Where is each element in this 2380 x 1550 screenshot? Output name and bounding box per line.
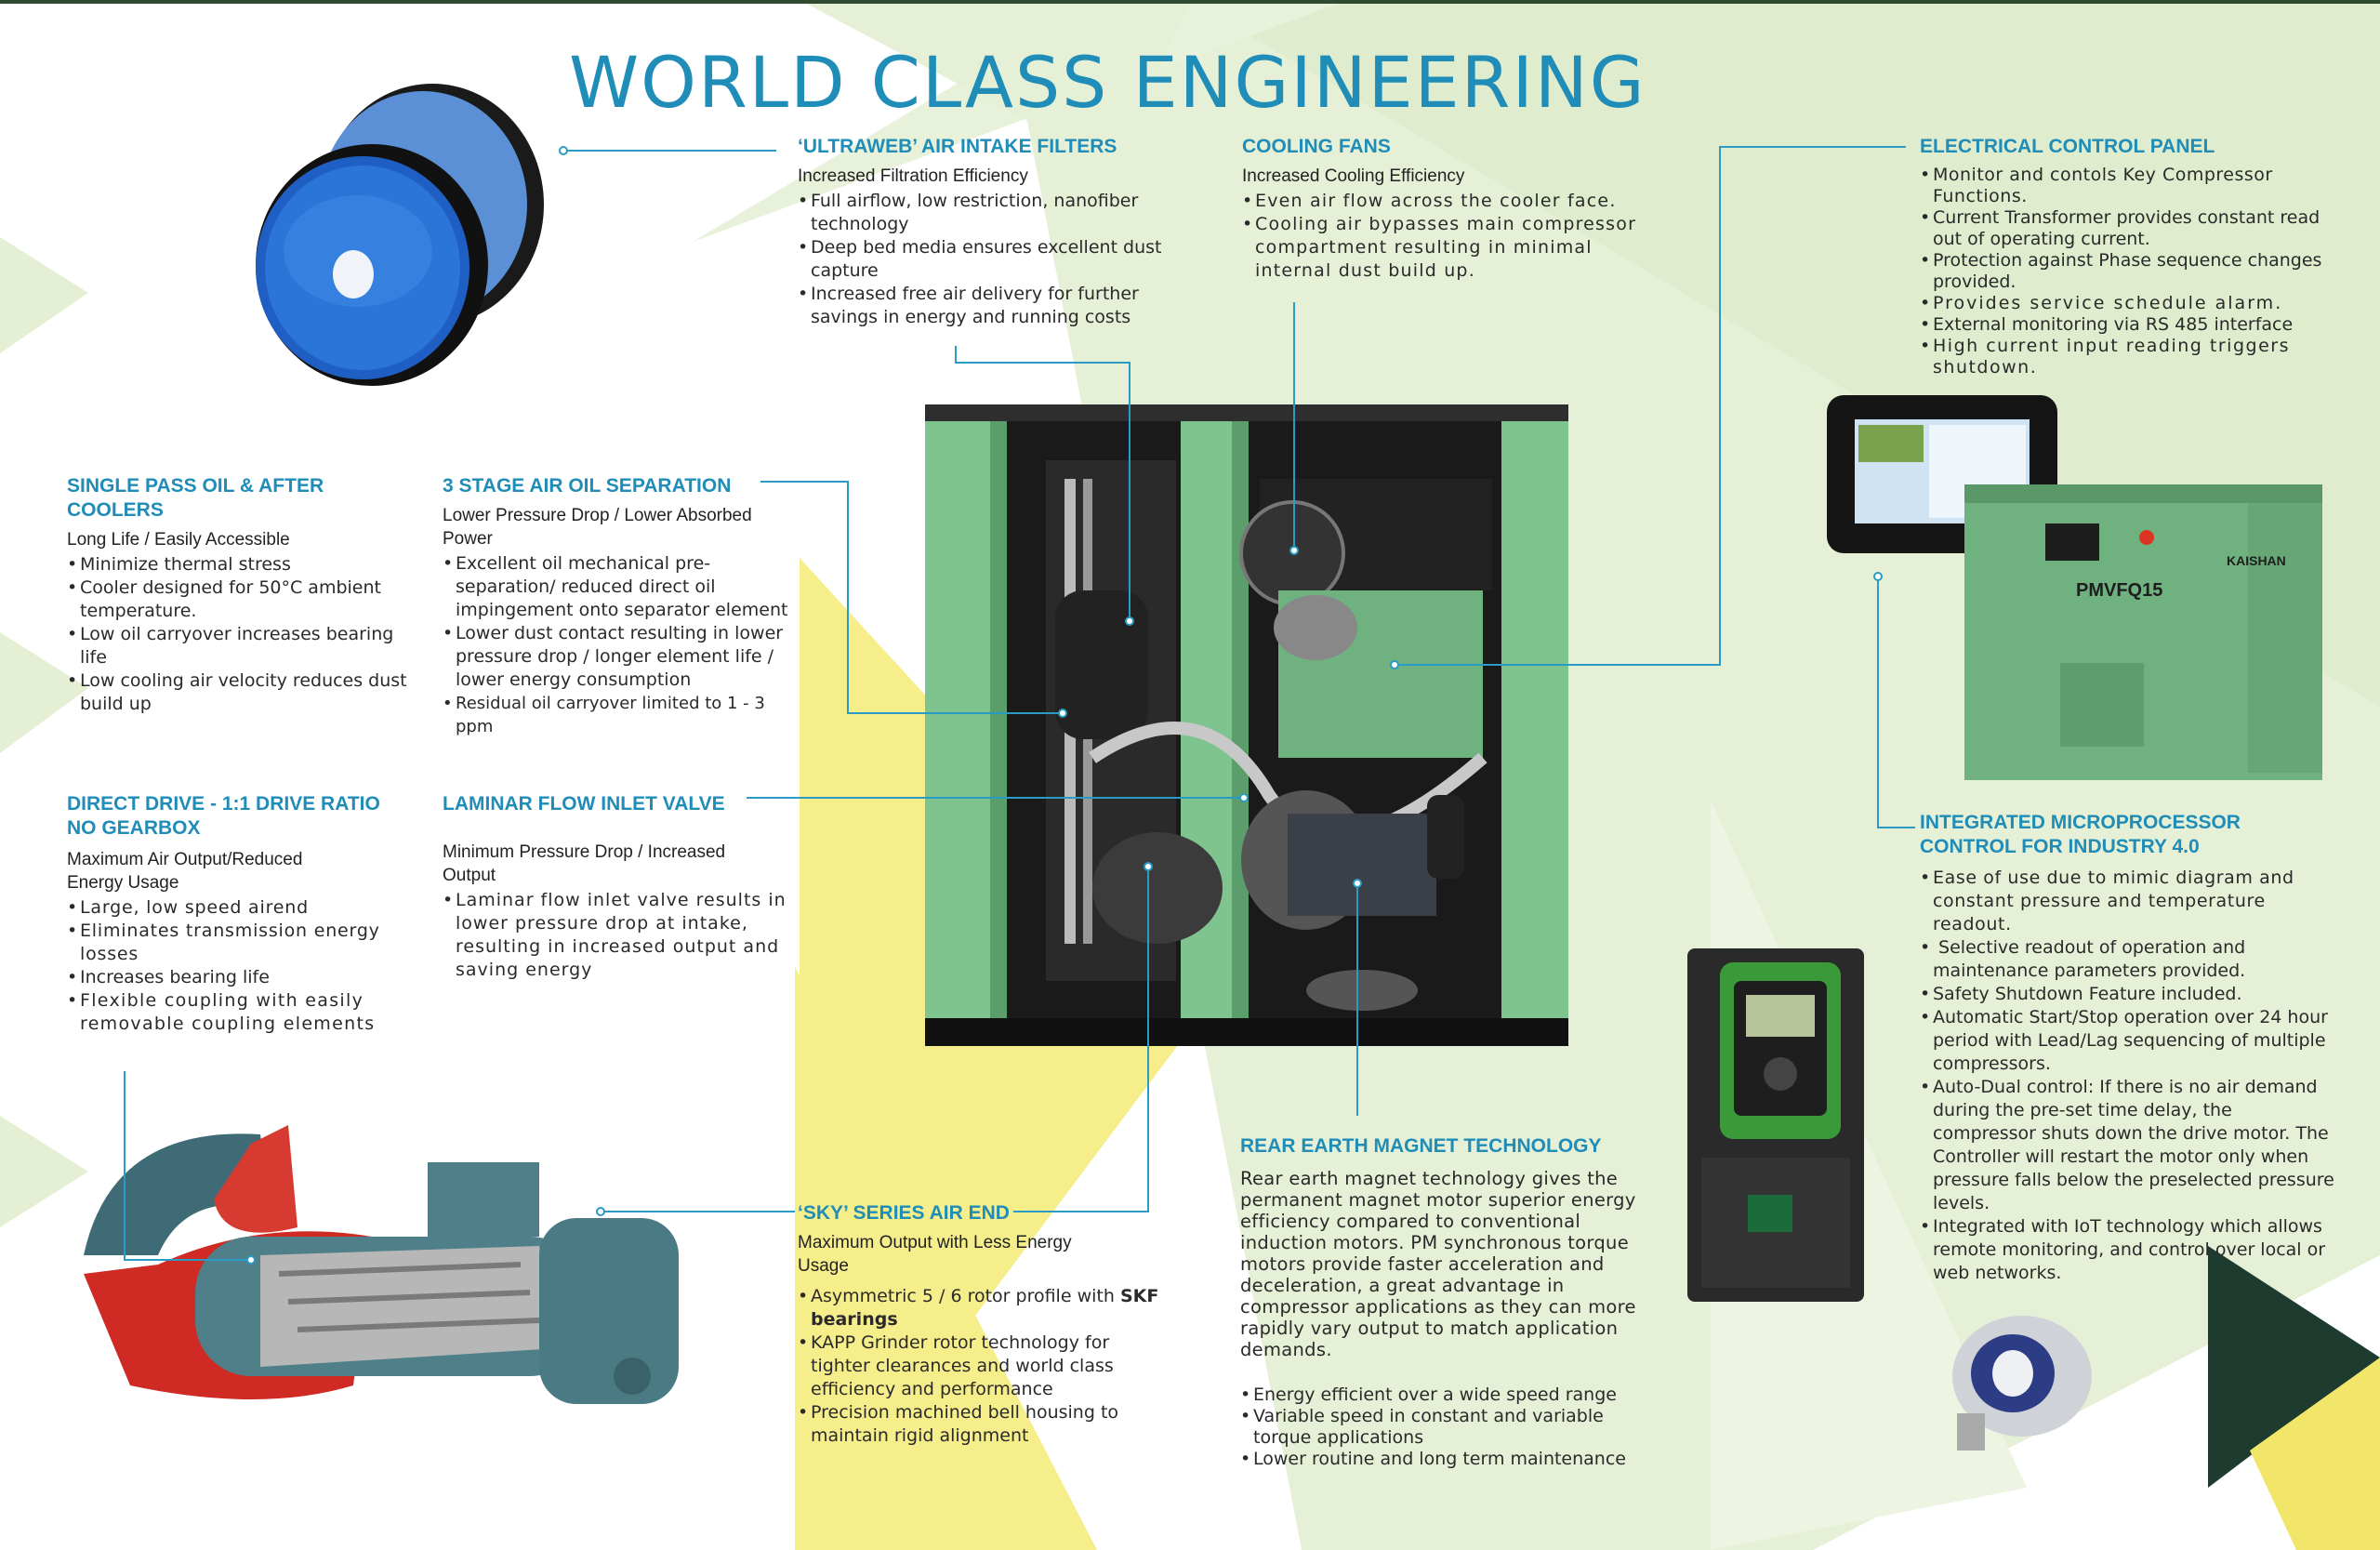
cooling-fans-heading: COOLING FANS [1242, 136, 1391, 157]
list-item: Increased free air delivery for further … [798, 283, 1165, 329]
list-item: High current input reading triggers shut… [1920, 336, 2338, 378]
air-end-bullet-bold: SKF bearings [811, 1286, 1159, 1330]
list-item: Cooling air bypasses main compressor com… [1242, 213, 1651, 283]
list-item: Flexible coupling with easily removable … [67, 989, 420, 1036]
section-intake-filters: ‘ULTRAWEB’ AIR INTAKE FILTERS Increased … [798, 135, 1165, 329]
motor-image [1952, 1316, 2092, 1451]
list-item: KAPP Grinder rotor technology for tighte… [798, 1331, 1160, 1401]
list-item: Laminar flow inlet valve results in lowe… [443, 889, 805, 982]
rear-earth-paragraph: Rear earth magnet technology gives the p… [1240, 1168, 1636, 1360]
intake-filters-heading: ‘ULTRAWEB’ AIR INTAKE FILTERS [798, 136, 1117, 157]
model-label: PMVFQ15 [2076, 580, 2162, 601]
list-item: Even air flow across the cooler face. [1242, 190, 1651, 213]
section-cooling-fans: COOLING FANS Increased Cooling Efficienc… [1242, 135, 1651, 283]
section-direct-drive: DIRECT DRIVE - 1:1 DRIVE RATIO NO GEARBO… [67, 792, 420, 1036]
list-item: Lower routine and long term maintenance [1240, 1449, 1649, 1470]
list-item: Eliminates transmission energy losses [67, 920, 420, 966]
compressor-cutaway-image [925, 404, 1568, 1046]
section-air-oil-separation: 3 STAGE AIR OIL SEPARATION Lower Pressur… [443, 474, 800, 738]
direct-drive-subheading: Maximum Air Output/Reduced Energy Usage [67, 850, 303, 893]
vfd-drive-image [1687, 948, 1864, 1302]
list-item: Energy efficient over a wide speed range [1240, 1384, 1649, 1406]
direct-drive-heading-line2: NO GEARBOX [67, 817, 201, 839]
inlet-valve-heading: LAMINAR FLOW INLET VALVE [443, 793, 725, 815]
single-pass-heading: SINGLE PASS OIL & AFTER COOLERS [67, 475, 324, 521]
brand-label: KAISHAN [2227, 553, 2286, 568]
list-item: Protection against Phase sequence change… [1920, 250, 2338, 293]
microprocessor-heading-line2: CONTROL FOR INDUSTRY 4.0 [1920, 836, 2200, 857]
list-item: Automatic Start/Stop operation over 24 h… [1920, 1006, 2338, 1076]
list-item: Variable speed in constant and variable … [1240, 1406, 1649, 1449]
section-inlet-valve: LAMINAR FLOW INLET VALVE Minimum Pressur… [443, 792, 805, 982]
list-item: Auto-Dual control: If there is no air de… [1920, 1076, 2338, 1215]
direct-drive-heading: DIRECT DRIVE - 1:1 DRIVE RATIO [67, 793, 380, 815]
list-item: Lower dust contact resulting in lower pr… [443, 622, 800, 692]
separation-subheading: Lower Pressure Drop / Lower Absorbed Pow… [443, 506, 752, 549]
air-end-heading: ‘SKY’ SERIES AIR END [798, 1202, 1010, 1224]
list-item: Current Transformer provides constant re… [1920, 207, 2338, 250]
list-item: Ease of use due to mimic diagram and con… [1920, 867, 2338, 936]
section-microprocessor: INTEGRATED MICROPROCESSOR CONTROL FOR IN… [1920, 811, 2338, 1285]
air-filter-image [256, 84, 544, 386]
list-item: Minimize thermal stress [67, 553, 420, 576]
list-item: Asymmetric 5 / 6 rotor profile with SKF … [798, 1285, 1160, 1331]
list-item: Selective readout of operation and maint… [1920, 936, 2338, 983]
list-item: Precision machined bell housing to maint… [798, 1401, 1160, 1448]
air-end-bullet-text: Asymmetric 5 / 6 rotor profile with [811, 1286, 1115, 1306]
air-end-subheading: Maximum Output with Less Energy Usage [798, 1233, 1072, 1276]
list-item: Low oil carryover increases bearing life [67, 623, 420, 669]
air-end-cutaway-image [84, 1125, 679, 1404]
section-air-end: ‘SKY’ SERIES AIR END Maximum Output with… [798, 1201, 1160, 1448]
list-item: Residual oil carryover limited to 1 - 3 … [443, 692, 800, 738]
list-item: Deep bed media ensures excellent dust ca… [798, 236, 1165, 283]
list-item: Large, low speed airend [67, 896, 420, 920]
list-item: Full airflow, low restriction, nanofiber… [798, 190, 1165, 236]
list-item: External monitoring via RS 485 interface [1920, 314, 2338, 336]
rear-earth-heading: REAR EARTH MAGNET TECHNOLOGY [1240, 1135, 1602, 1157]
section-rear-earth-magnet: REAR EARTH MAGNET TECHNOLOGY Rear earth … [1240, 1134, 1649, 1470]
separation-heading: 3 STAGE AIR OIL SEPARATION [443, 475, 732, 497]
page-title: WORLD CLASS ENGINEERING [569, 41, 1646, 124]
list-item: Cooler designed for 50°C ambient tempera… [67, 576, 420, 623]
list-item: Excellent oil mechanical pre-separation/… [443, 552, 800, 622]
control-panel-image: PMVFQ15 KAISHAN [1827, 395, 2322, 780]
list-item: Provides service schedule alarm. [1920, 293, 2338, 314]
list-item: Monitor and contols Key Compressor Funct… [1920, 165, 2338, 207]
microprocessor-heading: INTEGRATED MICROPROCESSOR [1920, 812, 2241, 833]
list-item: Increases bearing life [67, 966, 420, 989]
list-item: Integrated with IoT technology which all… [1920, 1215, 2338, 1285]
inlet-valve-subheading: Minimum Pressure Drop / Increased Output [443, 842, 726, 885]
list-item: Safety Shutdown Feature included. [1920, 983, 2338, 1006]
cooling-fans-subheading: Increased Cooling Efficiency [1242, 166, 1465, 186]
section-single-pass-coolers: SINGLE PASS OIL & AFTER COOLERS Long Lif… [67, 474, 420, 716]
single-pass-subheading: Long Life / Easily Accessible [67, 530, 290, 550]
electrical-panel-heading: ELECTRICAL CONTROL PANEL [1920, 136, 2215, 157]
section-electrical-panel: ELECTRICAL CONTROL PANEL Monitor and con… [1920, 135, 2338, 378]
intake-filters-subheading: Increased Filtration Efficiency [798, 166, 1028, 186]
list-item: Low cooling air velocity reduces dust bu… [67, 669, 420, 716]
